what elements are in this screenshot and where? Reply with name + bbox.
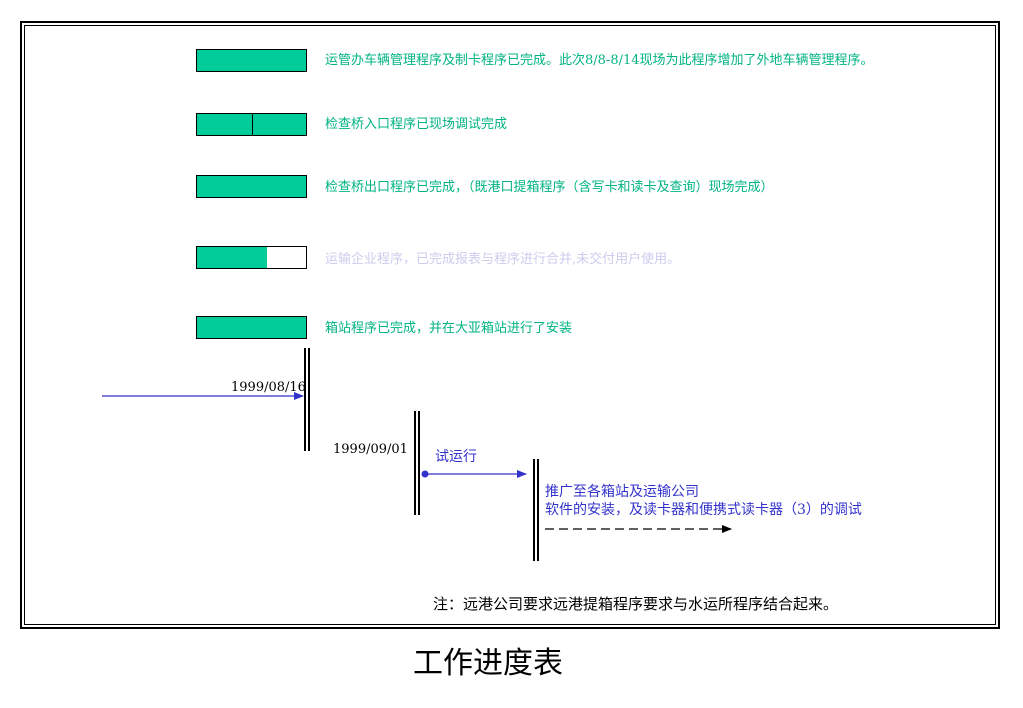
inner-frame — [24, 25, 996, 625]
milestone-line-2b — [418, 411, 420, 515]
progress-bar-5 — [196, 316, 307, 339]
progress-fill-1 — [197, 50, 306, 71]
bar-divider — [252, 114, 253, 135]
rollout-label-1: 推广至各箱站及运输公司 — [545, 484, 699, 500]
progress-fill-4 — [197, 247, 267, 268]
task-text-4: 运输企业程序，已完成报表与程序进行合并,未交付用户使用。 — [325, 252, 681, 267]
milestone-date-2: 1999/09/01 — [333, 442, 408, 457]
progress-bar-4 — [196, 246, 307, 269]
progress-fill-2 — [197, 114, 306, 135]
task-text-3: 检查桥出口程序已完成，（既港口提箱程序（含写卡和读卡及查询）现场完成） — [325, 180, 774, 195]
progress-fill-5 — [197, 317, 306, 338]
task-text-1: 运管办车辆管理程序及制卡程序已完成。此次8/8-8/14现场为此程序增加了外地车… — [325, 53, 874, 68]
milestone-line-3a — [533, 459, 535, 561]
milestone-line-1b — [308, 348, 310, 451]
milestone-line-2a — [414, 411, 416, 515]
progress-bar-3 — [196, 175, 307, 198]
progress-fill-3 — [197, 176, 306, 197]
milestone-date-1: 1999/08/16 — [231, 380, 306, 395]
page-title: 工作进度表 — [413, 646, 563, 681]
task-text-5: 箱站程序已完成，并在大亚箱站进行了安装 — [325, 321, 573, 336]
milestone-line-1a — [304, 348, 306, 451]
progress-bar-1 — [196, 49, 307, 72]
outer-frame — [20, 21, 1000, 629]
milestone-line-3b — [537, 459, 539, 561]
trial-label: 试运行 — [435, 449, 477, 465]
rollout-label-2: 软件的安装，及读卡器和便携式读卡器（3）的调试 — [545, 502, 862, 518]
progress-bar-2 — [196, 113, 307, 136]
note-text: 注：远港公司要求远港提箱程序要求与水运所程序结合起来。 — [433, 595, 839, 613]
task-text-2: 检查桥入口程序已现场调试完成 — [325, 117, 508, 132]
